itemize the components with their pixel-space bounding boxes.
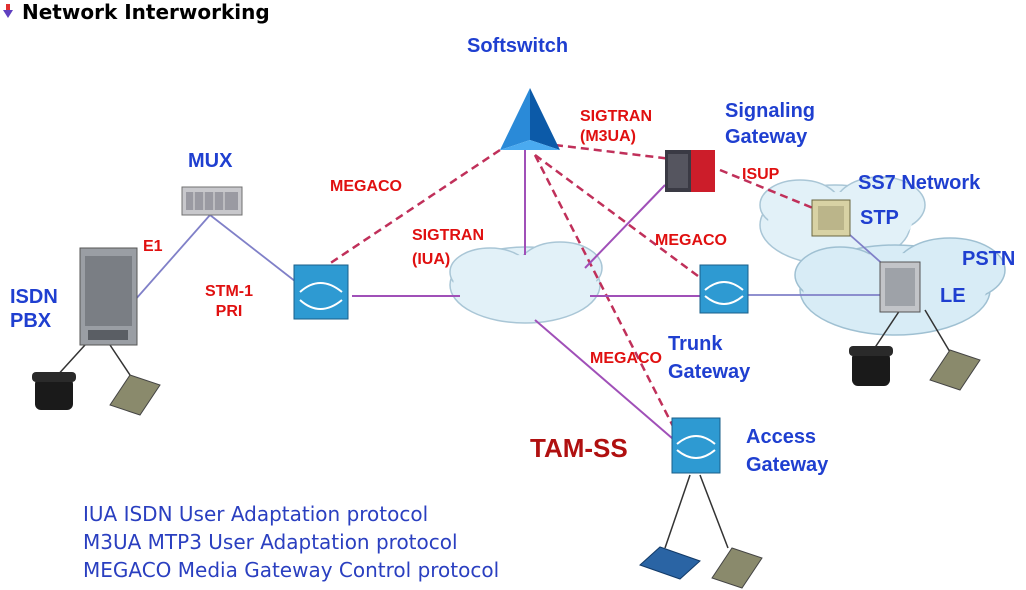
bearer-links — [352, 150, 700, 446]
softswitch-icon — [500, 88, 560, 150]
tam-ss-label: TAM-SS — [530, 433, 628, 463]
sigtran-m3ua-label: SIGTRAN (M3UA) — [580, 108, 652, 145]
bullet-icon — [3, 4, 13, 18]
mux-label: MUX — [188, 150, 233, 172]
stp-label: STP — [860, 207, 899, 229]
sigtran-iua-label: SIGTRAN (IUA) — [412, 227, 484, 268]
isup-label: ISUP — [742, 166, 780, 183]
phone-icon — [109, 374, 161, 416]
legend-item-megaco: MEGACO Media Gateway Control protocol — [83, 558, 500, 582]
signaling-gateway-label: Signaling Gateway — [725, 100, 815, 148]
stp-icon — [811, 199, 851, 237]
access-gateway-icon — [671, 417, 721, 474]
isdn-pbx-label: ISDN PBX — [10, 286, 58, 332]
phone-icon — [849, 346, 893, 386]
stm1-switch-icon — [293, 264, 349, 320]
mux-icon — [181, 186, 243, 216]
trunk-gateway-label: Trunk Gateway — [668, 333, 751, 383]
control-links — [319, 143, 831, 441]
softswitch-label: Softswitch — [467, 35, 569, 57]
phone-icon — [32, 372, 76, 410]
e1-label: E1 — [143, 238, 163, 255]
isdn-pbx-icon — [79, 247, 138, 346]
le-icon — [879, 261, 921, 313]
pstn-label: PSTN — [962, 248, 1016, 270]
access-gateway-label: Access Gateway — [746, 426, 829, 476]
other-links — [134, 214, 896, 301]
stm1-pri-label: STM-1 PRI — [205, 283, 253, 320]
ip-cloud — [449, 241, 603, 324]
le-label: LE — [940, 285, 966, 307]
legend-item-iua: IUA ISDN User Adaptation protocol — [83, 502, 429, 526]
trunk-gateway-icon — [699, 264, 749, 314]
phone-icon — [711, 547, 763, 589]
megaco-left-label: MEGACO — [330, 178, 402, 195]
megaco-access-label: MEGACO — [590, 350, 662, 367]
signaling-gateway-icon — [665, 150, 715, 192]
phone-icon — [929, 349, 981, 391]
megaco-trunk-label: MEGACO — [655, 232, 727, 249]
ss7-network-label: SS7 Network — [858, 172, 981, 194]
page-title: Network Interworking — [22, 0, 270, 24]
phone-icon — [639, 546, 701, 580]
legend-item-m3ua: M3UA MTP3 User Adaptation protocol — [83, 530, 458, 554]
